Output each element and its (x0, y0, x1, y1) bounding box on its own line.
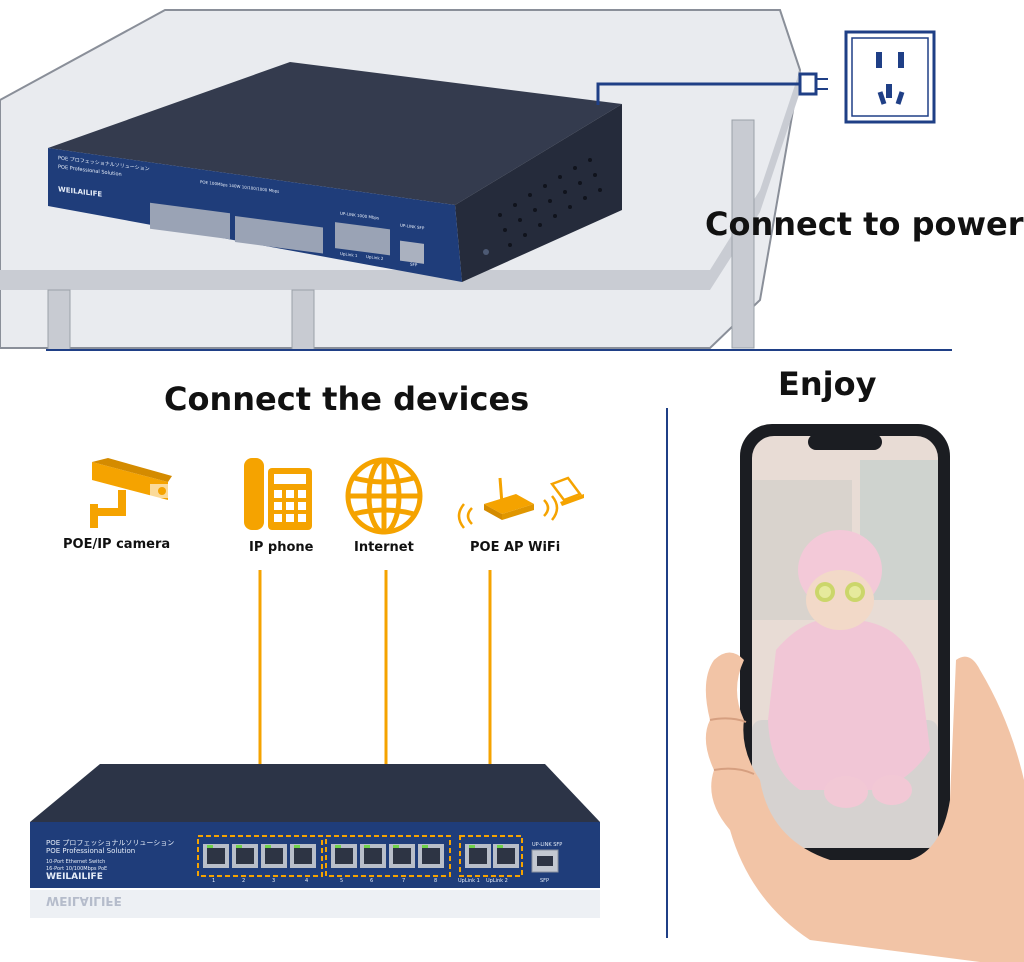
sfp-top-label: UP-LINK SFP (532, 842, 563, 848)
port-group-top-1 (150, 202, 230, 240)
port-number-6: 6 (370, 878, 374, 884)
switch-line1: POE プロフェッショナルソリューション (46, 839, 175, 847)
table-leg-middle (291, 289, 315, 351)
device-label-internet: Internet (354, 540, 414, 555)
device-label-poe-camera: POE/IP camera (63, 537, 171, 552)
device-label-ip-phone: IP phone (249, 540, 314, 555)
cctv-camera-icon (90, 458, 172, 528)
vertical-divider (666, 408, 668, 938)
table-scene (0, 9, 952, 351)
switch-top-surface (48, 62, 622, 205)
sfp-label: SFP (540, 878, 550, 884)
switch-side (455, 104, 622, 282)
power-led (483, 249, 489, 255)
enjoy-heading: Enjoy (778, 365, 877, 403)
switch-top-sfp: SFP (410, 261, 418, 268)
switch-top (30, 764, 600, 822)
table-leg-right (731, 119, 755, 349)
port-highlight-3 (459, 835, 523, 877)
port-highlight-2 (325, 835, 451, 877)
table-leg-left (47, 289, 71, 351)
switch-line3: 10-Port Ethernet Switch (46, 859, 106, 865)
wifi-router-icon (457, 476, 584, 529)
switch-line4: 16-Port 10/100Mbps PoE (46, 866, 108, 872)
hand (705, 652, 1024, 962)
uplink2-label: UpLink 2 (486, 878, 508, 884)
device-label-poe-ap-wifi: POE AP WiFi (470, 540, 561, 555)
power-cable (596, 82, 800, 105)
switch-line2: POE Professional Solution (46, 847, 136, 855)
connect-the-devices-heading: Connect the devices (164, 380, 530, 418)
wall-socket-icon (844, 30, 936, 124)
port-highlight-1 (197, 835, 323, 877)
port-number-1: 1 (212, 878, 216, 884)
port-number-3: 3 (272, 878, 276, 884)
connect-to-power-heading: Connect to power (705, 205, 1024, 243)
port-group-top-2 (235, 215, 323, 254)
plug (798, 72, 818, 96)
switch-reflection-brand: WEILAILIFE (46, 894, 122, 908)
globe-icon (345, 457, 423, 535)
switch-reflection (30, 890, 600, 918)
port-number-8: 8 (434, 878, 438, 884)
switch-brand: WEILAILIFE (46, 872, 103, 882)
port-number-5: 5 (340, 878, 344, 884)
ethernet-ports (203, 844, 519, 868)
smartphone-illustration (705, 424, 1024, 962)
port-number-7: 7 (402, 878, 406, 884)
uplink-group-top (335, 222, 424, 264)
port-number-4: 4 (305, 878, 309, 884)
port-number-2: 2 (242, 878, 246, 884)
table-edge (0, 70, 800, 290)
uplink1-label: UpLink 1 (458, 878, 480, 884)
switch-vents (498, 158, 602, 247)
ip-phone-icon (244, 458, 312, 530)
switch-diagram (30, 570, 600, 918)
phone-notch (808, 434, 882, 450)
